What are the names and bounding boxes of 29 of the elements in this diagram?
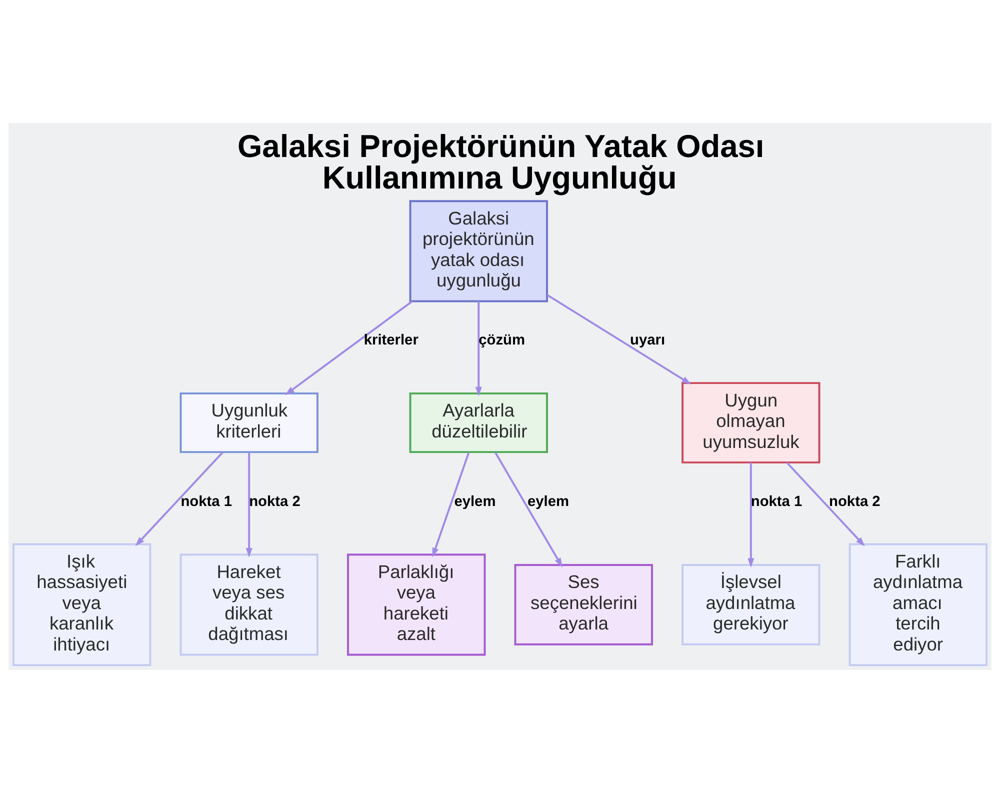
node-box: Işık hassasiyeti veya karanlık ihtiyacı: [12, 542, 152, 666]
edge-label: eylem: [454, 493, 496, 510]
node-box: Ses seçeneklerini ayarla: [514, 564, 653, 645]
node-box: Galaksi projektörünün yatak odası uygunluğu: [409, 200, 548, 302]
arrow: [786, 461, 865, 546]
arrow: [432, 452, 470, 557]
edge-label: çözüm: [478, 332, 526, 348]
arrow: [135, 451, 224, 546]
edge-label: nokta 1: [180, 493, 232, 510]
edge-label: nokta 2: [829, 493, 880, 510]
arrow: [748, 462, 754, 568]
node-box: Parlaklığı veya hareketi azalt: [347, 553, 486, 656]
edge-label: kriterler: [364, 332, 418, 348]
arrow: [546, 294, 692, 384]
arrow: [475, 300, 482, 396]
node-box: Uygun olmayan uyumsuzluk: [682, 382, 820, 463]
node-box: Farklı aydınlatma amacı tercih ediyor: [848, 542, 988, 666]
arrow: [285, 300, 413, 395]
diagram-title: Galaksi Projektörünün Yatak Odası Kullanımına Uygunluğu: [237, 127, 764, 196]
edge-label: eylem: [527, 493, 569, 510]
edge-label: uyarı: [630, 332, 666, 348]
edge-label: nokta 2: [249, 493, 300, 510]
node-box: Hareket veya ses dikkat dağıtması: [180, 553, 318, 656]
arrow: [246, 452, 252, 557]
node-box: Uygunluk kriterleri: [180, 392, 318, 453]
node-box: Ayarlarla düzeltilebilir: [409, 392, 548, 453]
node-box: İşlevsel aydınlatma gerekiyor: [682, 564, 820, 645]
edge-label: nokta 1: [750, 493, 802, 510]
arrow: [494, 451, 563, 567]
